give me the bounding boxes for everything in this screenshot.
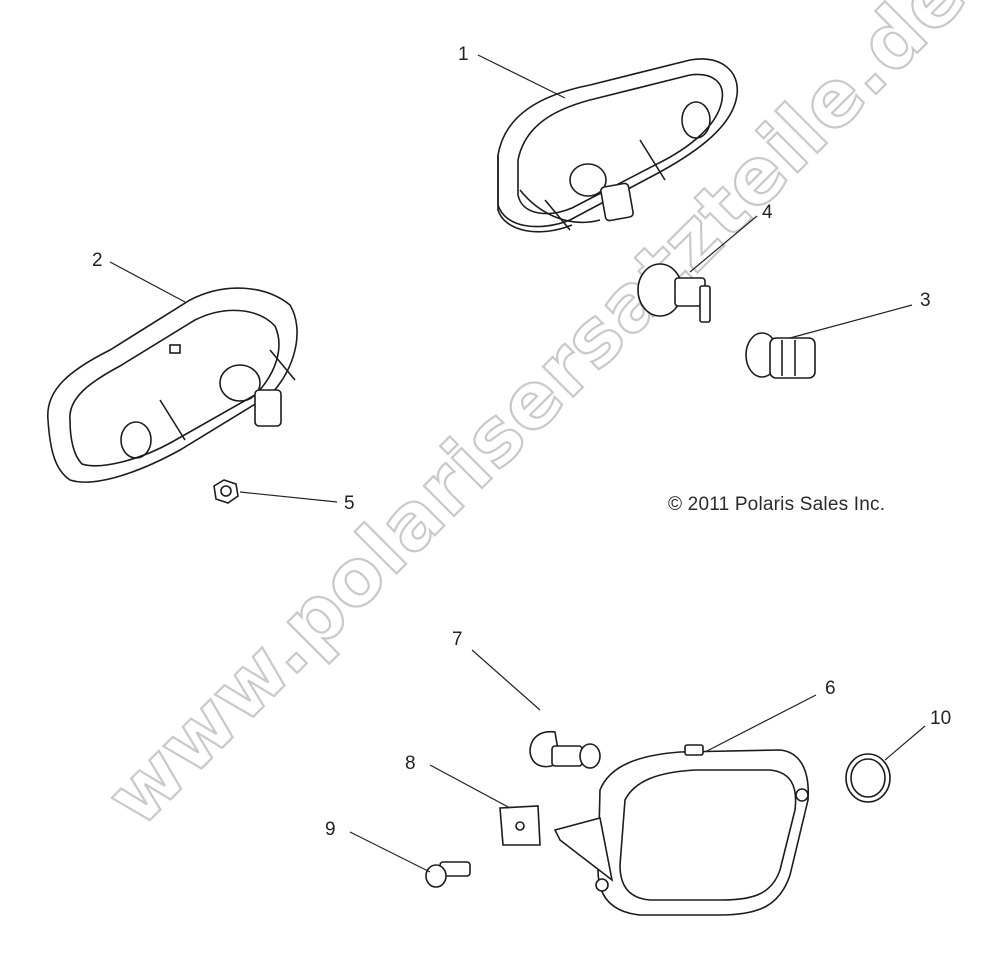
callout-8: 8 — [405, 753, 416, 774]
callout-3: 3 — [920, 290, 931, 311]
part-2-tail-light[interactable] — [47, 287, 298, 483]
callout-4: 4 — [762, 202, 773, 223]
part-8-clip-nut[interactable] — [499, 805, 541, 846]
leader-6 — [704, 694, 817, 753]
leader-7 — [471, 649, 541, 711]
part-5-nut[interactable] — [213, 479, 239, 504]
leader-8 — [429, 764, 511, 809]
leader-3 — [789, 304, 913, 339]
callouts: 1 2 3 4 5 6 7 8 9 10 — [92, 44, 951, 840]
leader-5 — [239, 491, 338, 503]
part-6-headlight[interactable] — [553, 744, 810, 916]
callout-5: 5 — [344, 493, 355, 514]
callout-9: 9 — [325, 819, 336, 840]
part-4-bulb[interactable] — [637, 263, 711, 323]
part-3-bulb-socket[interactable] — [745, 332, 816, 379]
leader-2 — [109, 261, 186, 303]
callout-7: 7 — [452, 629, 463, 650]
leader-lines — [109, 54, 926, 873]
leader-9 — [349, 831, 431, 873]
callout-1: 1 — [458, 44, 469, 65]
part-1-tail-light[interactable] — [497, 58, 738, 233]
part-7-headlight-bulb[interactable] — [529, 730, 601, 769]
leader-10 — [884, 725, 926, 761]
leader-4 — [689, 215, 758, 273]
callout-2: 2 — [92, 250, 103, 271]
part-9-screw[interactable] — [425, 861, 471, 888]
part-10-o-ring[interactable] — [845, 753, 891, 803]
leader-1 — [477, 54, 566, 99]
callout-10: 10 — [930, 708, 951, 729]
callout-6: 6 — [825, 678, 836, 699]
copyright-text: © 2011 Polaris Sales Inc. — [668, 494, 886, 515]
